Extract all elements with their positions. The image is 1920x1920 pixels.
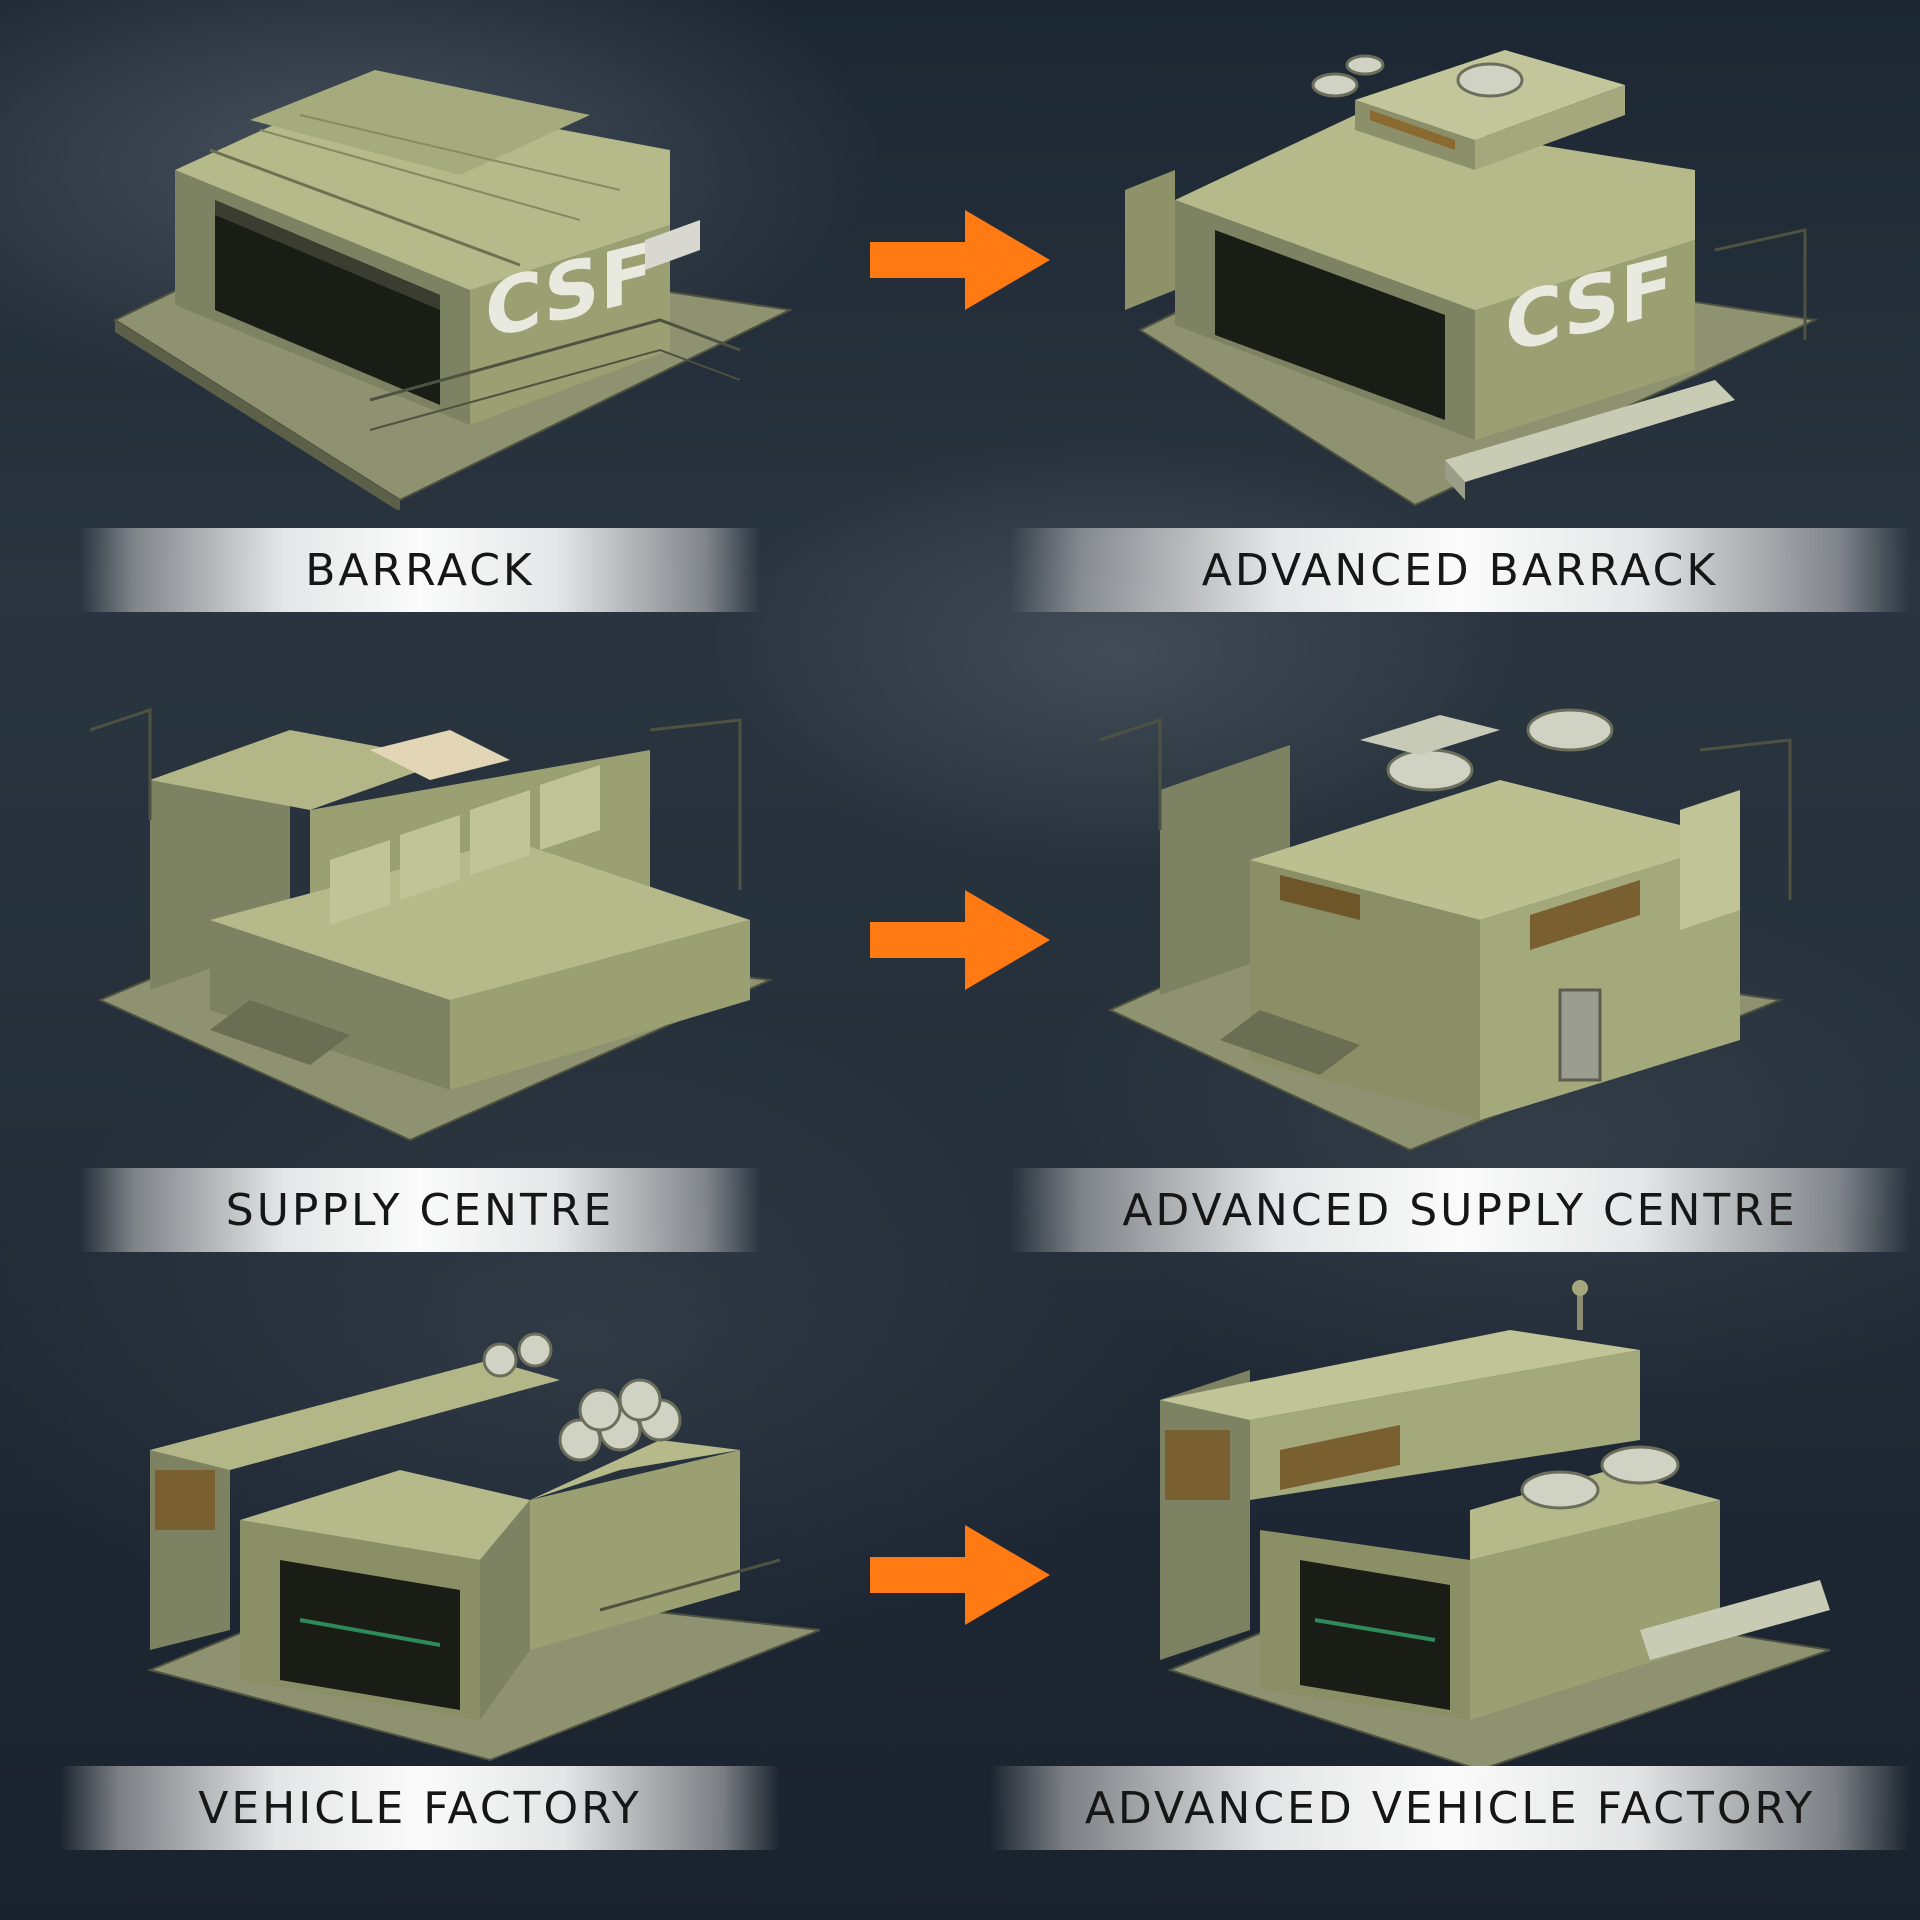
vehicle-factory-building [146,1332,820,1762]
label-bar-advanced-barrack: ADVANCED BARRACK [1010,528,1910,612]
arrow-right-icon [870,210,1050,310]
label-bar-vehicle-factory: VEHICLE FACTORY [60,1766,780,1850]
advanced-vehicle-factory-building [1160,1280,1831,1772]
arrow-right-icon [870,890,1050,990]
upgrade-row-vehicle-factory: VEHICLE FACTORY ADVANCED VEHICLE FACTORY [0,1260,1920,1860]
barrack-building: CSF [112,70,794,510]
advanced-barrack-building: CSF [1125,50,1819,507]
label-bar-barrack: BARRACK [80,528,760,612]
arrow-right-icon [870,1525,1050,1625]
building-label: ADVANCED VEHICLE FACTORY [1084,1782,1816,1834]
building-label: BARRACK [305,544,535,596]
upgrade-row-barrack: CSF CSF BARRACK [0,0,1920,612]
upgrade-row-supply-centre: SUPPLY CENTRE ADVANCED SUPPLY CENTRE [0,640,1920,1260]
building-label: ADVANCED SUPPLY CENTRE [1122,1184,1798,1236]
building-label: VEHICLE FACTORY [198,1782,642,1834]
label-bar-supply-centre: SUPPLY CENTRE [80,1168,760,1252]
advanced-supply-centre-building [1100,708,1792,1152]
label-bar-advanced-supply-centre: ADVANCED SUPPLY CENTRE [1010,1168,1910,1252]
building-label: ADVANCED BARRACK [1201,544,1719,596]
building-label: SUPPLY CENTRE [225,1184,615,1236]
label-bar-advanced-vehicle-factory: ADVANCED VEHICLE FACTORY [990,1766,1910,1850]
supply-centre-building [90,707,774,1142]
